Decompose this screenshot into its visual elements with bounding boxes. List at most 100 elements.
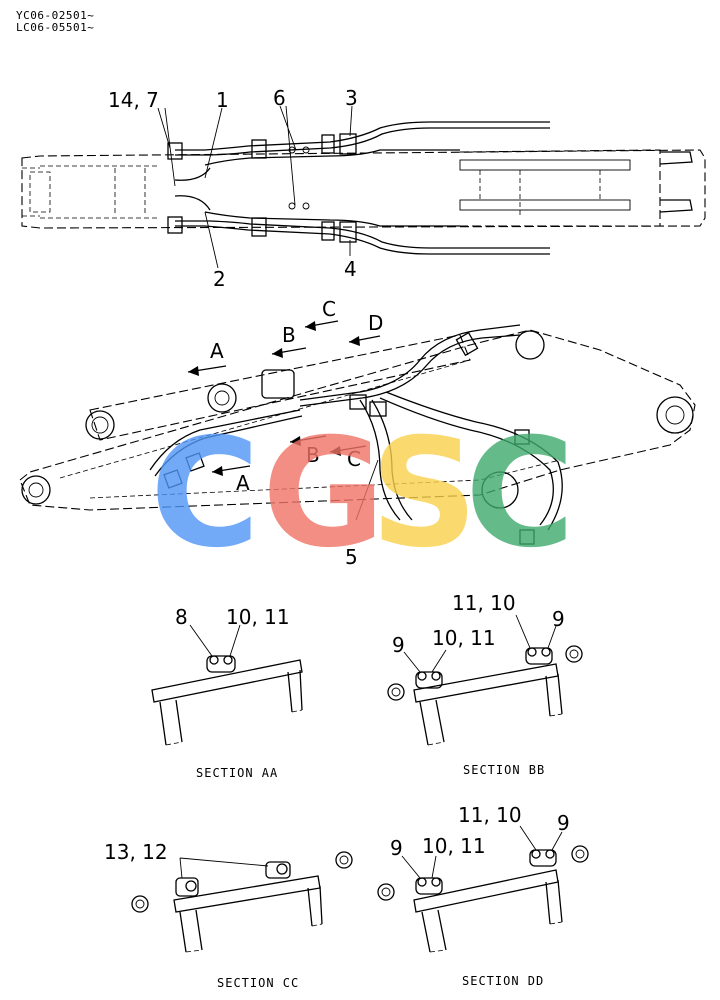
cylinder-pin-left bbox=[85, 410, 115, 440]
boom-foot-block bbox=[29, 171, 51, 213]
watermark-letter-c1: C bbox=[150, 407, 260, 581]
cylinder-internal-lines bbox=[479, 170, 601, 215]
dd-callout-10-11: 10, 11 bbox=[422, 834, 486, 858]
cc-legs bbox=[179, 885, 323, 953]
boom-foot-pins bbox=[114, 168, 146, 216]
cc-pin-right bbox=[335, 851, 353, 869]
bolt-6-upper bbox=[288, 146, 296, 154]
boom-inner-lines bbox=[59, 359, 561, 499]
section-aa-drawing bbox=[151, 624, 303, 746]
boom-foot-pin-inner bbox=[28, 482, 44, 498]
boom-tip-pin bbox=[656, 396, 694, 434]
callout-b-upper: B bbox=[282, 323, 296, 347]
dd-clamp-right bbox=[529, 849, 557, 867]
bb-bolt-left-2 bbox=[431, 671, 441, 681]
valve-body bbox=[207, 383, 237, 413]
bolt-6-lower bbox=[288, 202, 296, 210]
fitting-upper-left bbox=[321, 134, 335, 154]
pipe-lower-branch bbox=[204, 211, 460, 227]
top-view bbox=[21, 105, 706, 269]
fitting-side-d bbox=[369, 401, 387, 417]
callout-d-upper: D bbox=[368, 311, 383, 335]
cut-arrow-a-upper bbox=[188, 366, 199, 376]
valve-body-inner bbox=[214, 390, 230, 406]
callout-6: 6 bbox=[273, 86, 286, 110]
cc-fitting-left bbox=[175, 877, 199, 897]
cc-plate bbox=[173, 875, 321, 913]
cylinder-pin-left-inner bbox=[91, 416, 109, 434]
cc-fitting-right-eye bbox=[276, 863, 288, 875]
leader-6 bbox=[279, 105, 297, 206]
dd-pin-left-inner bbox=[381, 887, 391, 897]
hose-side-7 bbox=[149, 409, 301, 471]
dd-bolt-left-1 bbox=[417, 877, 427, 887]
pipe-upper-branch bbox=[204, 149, 460, 166]
cut-arrow-d-upper bbox=[349, 336, 360, 346]
serial-range-2: LC06-05501~ bbox=[16, 21, 95, 34]
cut-arrow-a-lower bbox=[212, 466, 223, 476]
watermark-logo: C G S C bbox=[150, 407, 575, 581]
side-view bbox=[19, 320, 696, 545]
pipe-lower-inner bbox=[175, 220, 550, 249]
section-bb-label: SECTION BB bbox=[463, 763, 545, 777]
cylinder-rod-lower bbox=[459, 199, 631, 211]
dd-clamp-left bbox=[415, 877, 443, 895]
callout-4: 4 bbox=[344, 257, 357, 281]
bb-pin-left-inner bbox=[391, 687, 401, 697]
section-dd-label: SECTION DD bbox=[462, 974, 544, 988]
cc-callout-13-12: 13, 12 bbox=[104, 840, 168, 864]
fitting-side-g bbox=[514, 429, 530, 445]
dd-pin-right bbox=[571, 845, 589, 863]
boom-mid-pin bbox=[481, 471, 519, 509]
bb-callout-9-left: 9 bbox=[392, 633, 405, 657]
boom-outline-top bbox=[21, 149, 706, 229]
bb-pin-right bbox=[565, 645, 583, 663]
callout-c-lower: C bbox=[347, 447, 361, 471]
cut-arrow-c-lower bbox=[330, 446, 341, 456]
serial-range-1: YC06-02501~ bbox=[16, 9, 95, 22]
aa-plate bbox=[151, 659, 303, 703]
fitting-lower-left bbox=[321, 221, 335, 241]
bb-legs bbox=[419, 673, 563, 746]
leader-3 bbox=[349, 105, 353, 137]
leader-5 bbox=[355, 459, 379, 521]
bb-clamp-right bbox=[525, 647, 553, 665]
callout-a-lower: A bbox=[236, 471, 250, 495]
cc-leg-ends bbox=[185, 923, 323, 953]
callout-5: 5 bbox=[345, 545, 358, 569]
cc-pin-left-inner bbox=[135, 899, 145, 909]
cc-fitting-right bbox=[265, 861, 291, 879]
aa-clamp bbox=[206, 655, 236, 673]
dd-bolt-right-1 bbox=[531, 849, 541, 859]
cut-arrow-c-upper bbox=[305, 321, 316, 331]
dd-callout-9-right: 9 bbox=[557, 811, 570, 835]
cc-fitting-left-eye bbox=[185, 880, 197, 892]
section-dd-drawing bbox=[377, 825, 589, 953]
hose-side-8 bbox=[154, 415, 303, 477]
section-bb-drawing bbox=[387, 614, 583, 746]
bb-clamp-left bbox=[415, 671, 443, 689]
dd-callout-9-left: 9 bbox=[390, 836, 403, 860]
callout-a-upper: A bbox=[210, 339, 224, 363]
section-aa-label: SECTION AA bbox=[196, 766, 278, 780]
bb-plate bbox=[413, 663, 559, 703]
hose-crossing bbox=[174, 167, 211, 211]
callout-2: 2 bbox=[213, 267, 226, 291]
boom-tip-pin-inner bbox=[665, 405, 685, 425]
hose-side-6 bbox=[385, 391, 563, 531]
callout-1: 1 bbox=[216, 88, 229, 112]
hose-side-1 bbox=[299, 324, 521, 401]
bb-bolt-right-1 bbox=[527, 647, 537, 657]
pipe-lower-outer bbox=[175, 225, 550, 255]
cc-pin-left bbox=[131, 895, 149, 913]
fitting-side-f bbox=[519, 529, 535, 545]
bb-leaders bbox=[403, 614, 557, 673]
fitting-4 bbox=[339, 221, 357, 243]
bb-callout-9-right: 9 bbox=[552, 607, 565, 631]
hose-side-3 bbox=[359, 399, 401, 521]
bb-bolt-left-1 bbox=[417, 671, 427, 681]
section-cc-label: SECTION CC bbox=[217, 976, 299, 990]
fitting-side-b bbox=[163, 469, 183, 489]
cc-leaders bbox=[179, 857, 269, 879]
